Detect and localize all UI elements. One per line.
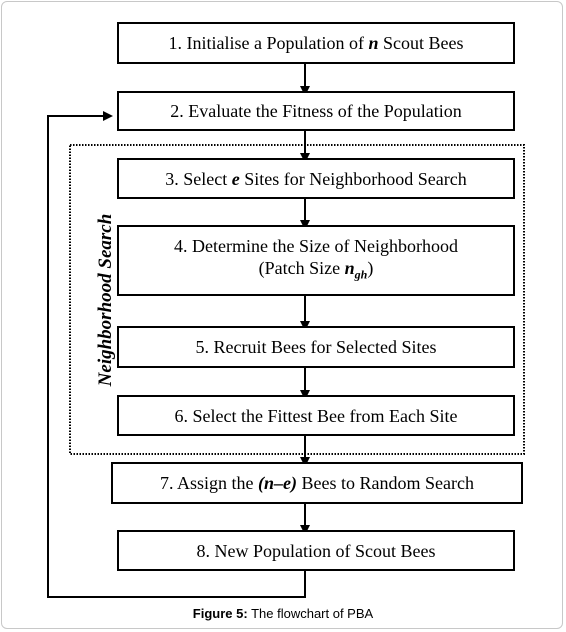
- step-4-box: 4. Determine the Size of Neighborhood (P…: [117, 225, 515, 296]
- caption-text: The flowchart of PBA: [247, 606, 374, 621]
- step-3-box: 3. Select e Sites for Neighborhood Searc…: [117, 158, 515, 199]
- step-2-label: 2. Evaluate the Fitness of the Populatio…: [170, 101, 462, 121]
- neighborhood-search-group: [69, 144, 525, 455]
- step-1-box: 1. Initialise a Population of n Scout Be…: [117, 22, 515, 64]
- step-5-box: 5. Recruit Bees for Selected Sites: [117, 326, 515, 368]
- neighborhood-search-label: Neighborhood Search: [95, 213, 116, 387]
- step-5-label: 5. Recruit Bees for Selected Sites: [195, 337, 437, 357]
- loop-back-arrow: [47, 111, 306, 598]
- caption-label: Figure 5:: [192, 606, 248, 621]
- step-8-label: 8. New Population of Scout Bees: [196, 540, 436, 561]
- step-6-box: 6. Select the Fittest Bee from Each Site: [117, 395, 515, 436]
- step-1-label: 1. Initialise a Population of n Scout Be…: [168, 33, 464, 53]
- step-7-label: 7. Assign the (n–e) Bees to Random Searc…: [160, 473, 474, 493]
- step-3-label: 3. Select e Sites for Neighborhood Searc…: [165, 168, 467, 189]
- step-4-line2: (Patch Size ngh): [258, 258, 374, 282]
- step-8-box: 8. New Population of Scout Bees: [117, 530, 515, 571]
- step-4-line1: 4. Determine the Size of Neighborhood: [174, 236, 458, 257]
- step-6-label: 6. Select the Fittest Bee from Each Site: [174, 405, 458, 426]
- step-2-box: 2. Evaluate the Fitness of the Populatio…: [117, 91, 515, 131]
- step-7-box: 7. Assign the (n–e) Bees to Random Searc…: [111, 462, 523, 504]
- figure-caption: Figure 5: The flowchart of PBA: [0, 606, 566, 621]
